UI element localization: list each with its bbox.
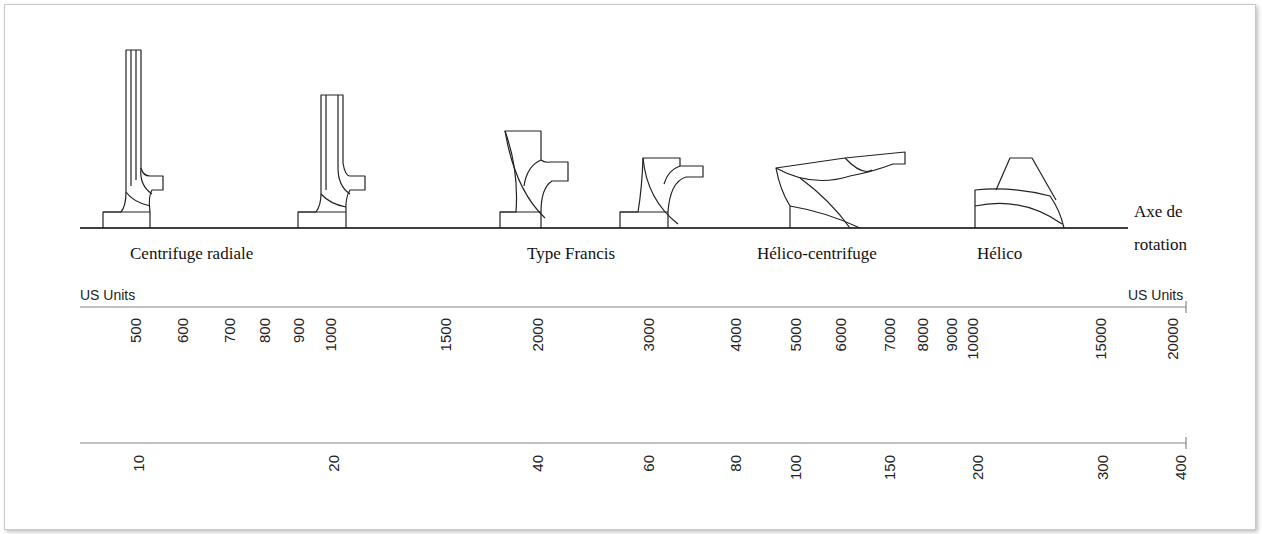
impeller-type-label: Centrifuge radiale (130, 244, 253, 264)
specific-speed-us-value: 15000 (1092, 318, 1109, 360)
us-scale-line (80, 301, 1186, 313)
specific-speed-metric-value: 60 (640, 455, 657, 472)
specific-speed-us-value: 10000 (964, 318, 981, 360)
specific-speed-metric-value: 10 (130, 455, 147, 472)
specific-speed-us-value: 500 (127, 318, 144, 343)
francis-impeller (620, 158, 703, 228)
specific-speed-metric-value: 80 (727, 455, 744, 472)
francis-impeller-wide (500, 131, 568, 228)
specific-speed-us-value: 1000 (322, 318, 339, 351)
metric-scale-line (80, 437, 1186, 449)
specific-speed-us-value: 800 (256, 318, 273, 343)
specific-speed-metric-value: 100 (787, 455, 804, 480)
specific-speed-metric-value: 400 (1172, 455, 1189, 480)
specific-speed-us-value: 9000 (943, 318, 960, 351)
impeller-type-label: Hélico-centrifuge (757, 244, 877, 264)
specific-speed-us-value: 20000 (1164, 318, 1181, 360)
specific-speed-us-value: 700 (221, 318, 238, 343)
impeller-type-label: Hélico (977, 244, 1022, 264)
radial-impeller-narrow (103, 50, 163, 228)
specific-speed-us-value: 3000 (640, 318, 657, 351)
unit-label: US Units (1128, 287, 1183, 303)
specific-speed-us-value: 7000 (881, 318, 898, 351)
axial-impeller (975, 158, 1064, 228)
specific-speed-us-value: 6000 (832, 318, 849, 351)
specific-speed-us-value: 4000 (727, 318, 744, 351)
specific-speed-us-value: 8000 (914, 318, 931, 351)
specific-speed-us-value: 2000 (529, 318, 546, 351)
figure-frame (4, 4, 1256, 530)
specific-speed-us-value: 1500 (437, 318, 454, 351)
specific-speed-metric-value: 150 (881, 455, 898, 480)
specific-speed-metric-value: 300 (1094, 455, 1111, 480)
specific-speed-us-value: 5000 (787, 318, 804, 351)
impeller-type-label: Type Francis (527, 244, 615, 264)
mixed-flow-impeller (776, 152, 905, 228)
axis-label: Axe de rotation (1134, 195, 1198, 261)
unit-label: US Units (80, 287, 135, 303)
specific-speed-metric-value: 40 (529, 455, 546, 472)
specific-speed-metric-value: 200 (969, 455, 986, 480)
specific-speed-metric-value: 20 (325, 455, 342, 472)
specific-speed-us-value: 900 (290, 318, 307, 343)
specific-speed-us-value: 600 (174, 318, 191, 343)
radial-impeller (298, 95, 365, 228)
rotation-axis (80, 227, 1128, 229)
